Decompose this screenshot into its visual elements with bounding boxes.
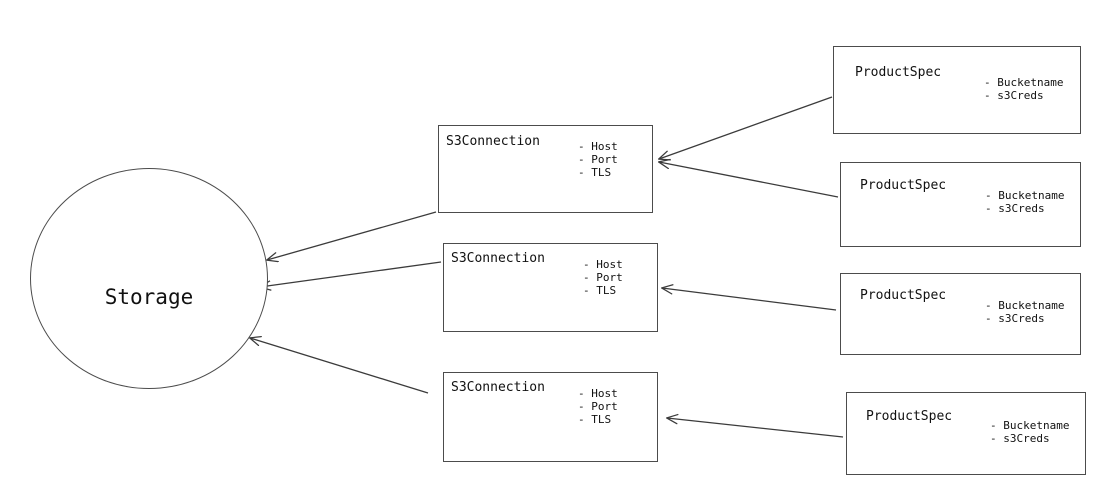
- productspec-title-2: ProductSpec: [860, 178, 947, 193]
- s3connection-attrs-3: - Host - Port - TLS: [578, 387, 618, 426]
- attr-s3creds: - s3Creds: [990, 432, 1050, 445]
- s3connection-box-3[interactable]: [443, 372, 658, 462]
- productspec-title-3: ProductSpec: [860, 288, 947, 303]
- attr-bucketname: - Bucketname: [985, 189, 1065, 202]
- productspec-title-1: ProductSpec: [855, 65, 942, 80]
- arrow-spec1-to-conn1: [659, 96, 833, 159]
- attr-s3creds: - s3Creds: [984, 89, 1044, 102]
- attr-tls: - TLS: [583, 284, 617, 297]
- productspec-attrs-3: - Bucketname - s3Creds: [985, 299, 1064, 325]
- attr-s3creds: - s3Creds: [985, 312, 1045, 325]
- storage-hub[interactable]: [30, 168, 268, 389]
- attr-host: - Host: [583, 258, 623, 271]
- attr-port: - Port: [578, 400, 618, 413]
- productspec-attrs-2: - Bucketname - s3Creds: [985, 189, 1064, 215]
- productspec-box-4[interactable]: [846, 392, 1086, 475]
- s3connection-title-2: S3Connection: [451, 251, 545, 266]
- productspec-title-4: ProductSpec: [866, 409, 953, 424]
- s3connection-box-1[interactable]: [438, 125, 653, 213]
- attr-bucketname: - Bucketname: [984, 76, 1064, 89]
- arrow-spec2-to-conn1: [659, 162, 839, 198]
- s3connection-attrs-2: - Host - Port - TLS: [583, 258, 623, 297]
- productspec-attrs-1: - Bucketname - s3Creds: [984, 76, 1063, 102]
- s3connection-title-1: S3Connection: [446, 134, 540, 149]
- productspec-box-1[interactable]: [833, 46, 1081, 134]
- s3connection-title-3: S3Connection: [451, 380, 545, 395]
- s3connection-attrs-1: - Host - Port - TLS: [578, 140, 618, 179]
- arrow-spec3-to-conn2: [662, 288, 837, 311]
- attr-port: - Port: [578, 153, 618, 166]
- arrow-conn1-to-storage: [267, 211, 437, 260]
- attr-tls: - TLS: [578, 413, 612, 426]
- s3connection-box-2[interactable]: [443, 243, 658, 332]
- attr-host: - Host: [578, 140, 618, 153]
- productspec-box-3[interactable]: [840, 273, 1081, 355]
- attr-s3creds: - s3Creds: [985, 202, 1045, 215]
- arrow-conn3-to-storage: [250, 338, 429, 394]
- attr-host: - Host: [578, 387, 618, 400]
- storage-hub-label: Storage: [104, 285, 194, 309]
- attr-bucketname: - Bucketname: [985, 299, 1065, 312]
- arrow-conn2-to-storage: [260, 261, 442, 287]
- productspec-box-2[interactable]: [840, 162, 1081, 247]
- attr-tls: - TLS: [578, 166, 612, 179]
- attr-port: - Port: [583, 271, 623, 284]
- attr-bucketname: - Bucketname: [990, 419, 1070, 432]
- arrow-spec4-to-conn3: [667, 418, 844, 438]
- productspec-attrs-4: - Bucketname - s3Creds: [990, 419, 1069, 445]
